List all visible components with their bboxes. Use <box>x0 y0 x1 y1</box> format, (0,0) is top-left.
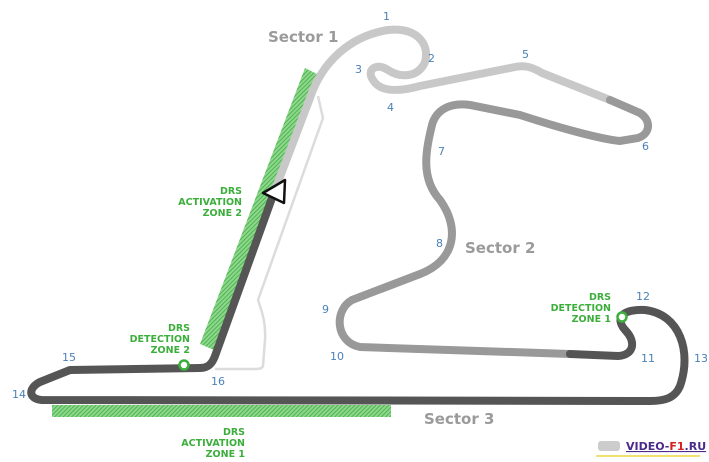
track-sector-2 <box>335 96 652 358</box>
turn-label: 1 <box>383 10 390 23</box>
drs-label-line: DRS <box>220 186 242 197</box>
sector-1-label: Sector 1 <box>268 28 338 46</box>
watermark-text: VIDEO-F1.RU <box>626 440 706 453</box>
drs-label-line: DRS <box>223 427 245 438</box>
drs-label-line: ACTIVATION <box>178 197 242 208</box>
turn-label: 10 <box>330 350 344 363</box>
turn-label: 13 <box>694 352 708 365</box>
drs-label-line: DRS <box>589 292 611 303</box>
turn-label: 2 <box>428 52 435 65</box>
turn-label: 11 <box>641 352 655 365</box>
drs-label-line: ACTIVATION <box>181 438 245 449</box>
sector-3-label: Sector 3 <box>424 410 494 428</box>
turn-label: 3 <box>355 63 362 76</box>
drs-detection-zone-2-label: DRS DETECTION ZONE 2 <box>130 323 191 356</box>
track-sector-3 <box>27 194 689 405</box>
watermark-prefix: VIDEO- <box>626 440 669 453</box>
pit-lane <box>215 95 325 371</box>
drs-activation-zone-2-label: DRS ACTIVATION ZONE 2 <box>178 186 242 219</box>
drs-label-line: DETECTION <box>551 303 611 314</box>
turn-label: 15 <box>62 351 76 364</box>
drs-label-line: DRS <box>168 323 190 334</box>
watermark-highlight: F1 <box>669 440 684 453</box>
drs-label-line: ZONE 1 <box>206 449 245 460</box>
drs-detection-zone-1-label: DRS DETECTION ZONE 1 <box>551 292 612 325</box>
start-finish-triangle-icon <box>261 178 287 205</box>
drs-detection-point-2-icon <box>178 359 190 371</box>
watermark-car-icon <box>598 441 620 451</box>
sector-2-label: Sector 2 <box>465 239 535 257</box>
drs-detection-point-1-icon <box>616 311 628 323</box>
turn-label: 16 <box>211 375 225 388</box>
turn-label: 5 <box>522 48 529 61</box>
turn-label: 8 <box>436 237 443 250</box>
watermark-suffix: .RU <box>685 440 707 453</box>
track-sector-1 <box>268 25 614 202</box>
turn-label: 9 <box>322 303 329 316</box>
turn-label: 12 <box>636 290 650 303</box>
drs-label-line: ZONE 1 <box>572 314 611 325</box>
turn-label: 6 <box>642 140 649 153</box>
drs-activation-zone-2-area <box>200 68 319 350</box>
turn-label: 4 <box>387 101 394 114</box>
drs-activation-zone-1-area <box>52 405 391 417</box>
turn-label: 14 <box>12 388 26 401</box>
turn-label: 7 <box>438 145 445 158</box>
watermark-underline <box>596 455 700 457</box>
drs-activation-zone-1-label: DRS ACTIVATION ZONE 1 <box>181 427 245 460</box>
watermark[interactable]: VIDEO-F1.RU <box>596 440 706 457</box>
drs-label-line: ZONE 2 <box>151 345 190 356</box>
drs-label-line: DETECTION <box>130 334 190 345</box>
drs-label-line: ZONE 2 <box>203 208 242 219</box>
